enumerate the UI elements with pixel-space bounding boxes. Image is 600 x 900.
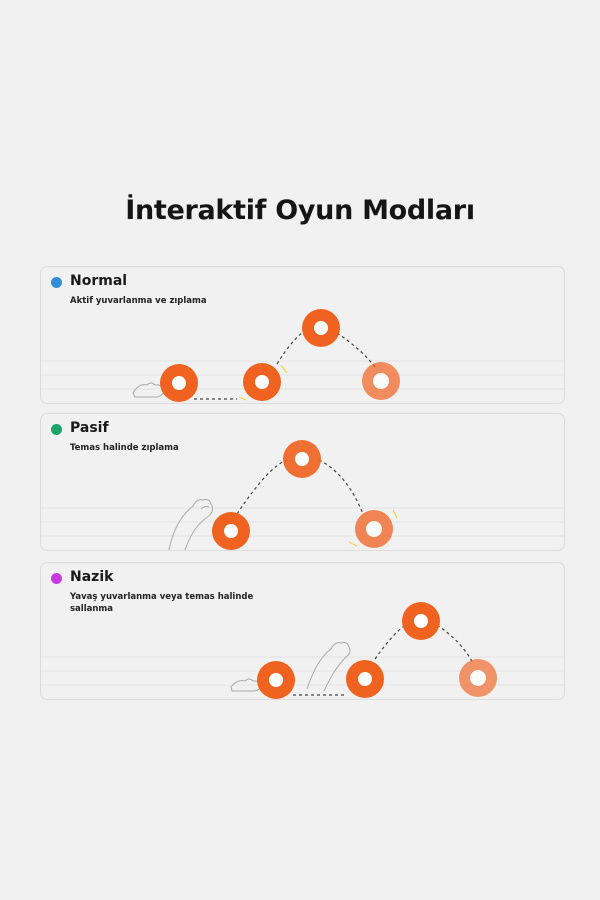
ball-icon [362, 362, 400, 400]
mode-name: Nazik [70, 569, 114, 585]
ball-icon [402, 602, 440, 640]
mode-dot-icon [51, 573, 62, 584]
ball-icon [302, 309, 340, 347]
mode-description: Yavaş yuvarlanma veya temas halinde sall… [70, 592, 254, 614]
mode-card-nazik: Nazik Yavaş yuvarlanma veya temas halind… [40, 562, 565, 700]
bounce-arc-icon [194, 325, 376, 400]
mode-name: Pasif [70, 420, 109, 436]
ball-icon [212, 512, 250, 550]
cat-paw-icon [230, 642, 351, 692]
mode-illustration [41, 602, 564, 699]
mode-illustration [41, 309, 564, 402]
ball-icon [355, 510, 393, 548]
mode-description: Temas halinde zıplama [70, 443, 179, 453]
page-title: İnteraktif Oyun Modları [125, 195, 475, 226]
mode-card-normal: Normal Aktif yuvarlanma ve zıplama [40, 266, 565, 404]
ball-icon [257, 661, 295, 699]
bounce-arc-icon [236, 459, 364, 515]
mode-description: Aktif yuvarlanma ve zıplama [70, 296, 207, 306]
mode-dot-icon [51, 424, 62, 435]
mode-dot-icon [51, 277, 62, 288]
mode-card-pasif: Pasif Temas halinde zıplama [40, 413, 565, 551]
ball-icon [283, 440, 321, 478]
ball-icon [160, 364, 198, 402]
mode-illustration [41, 440, 564, 550]
cat-paw-icon [132, 382, 164, 398]
ball-icon [346, 660, 384, 698]
ball-icon [243, 363, 281, 401]
mode-name: Normal [70, 273, 128, 289]
cat-paw-icon [168, 499, 214, 550]
ball-icon [459, 659, 497, 697]
